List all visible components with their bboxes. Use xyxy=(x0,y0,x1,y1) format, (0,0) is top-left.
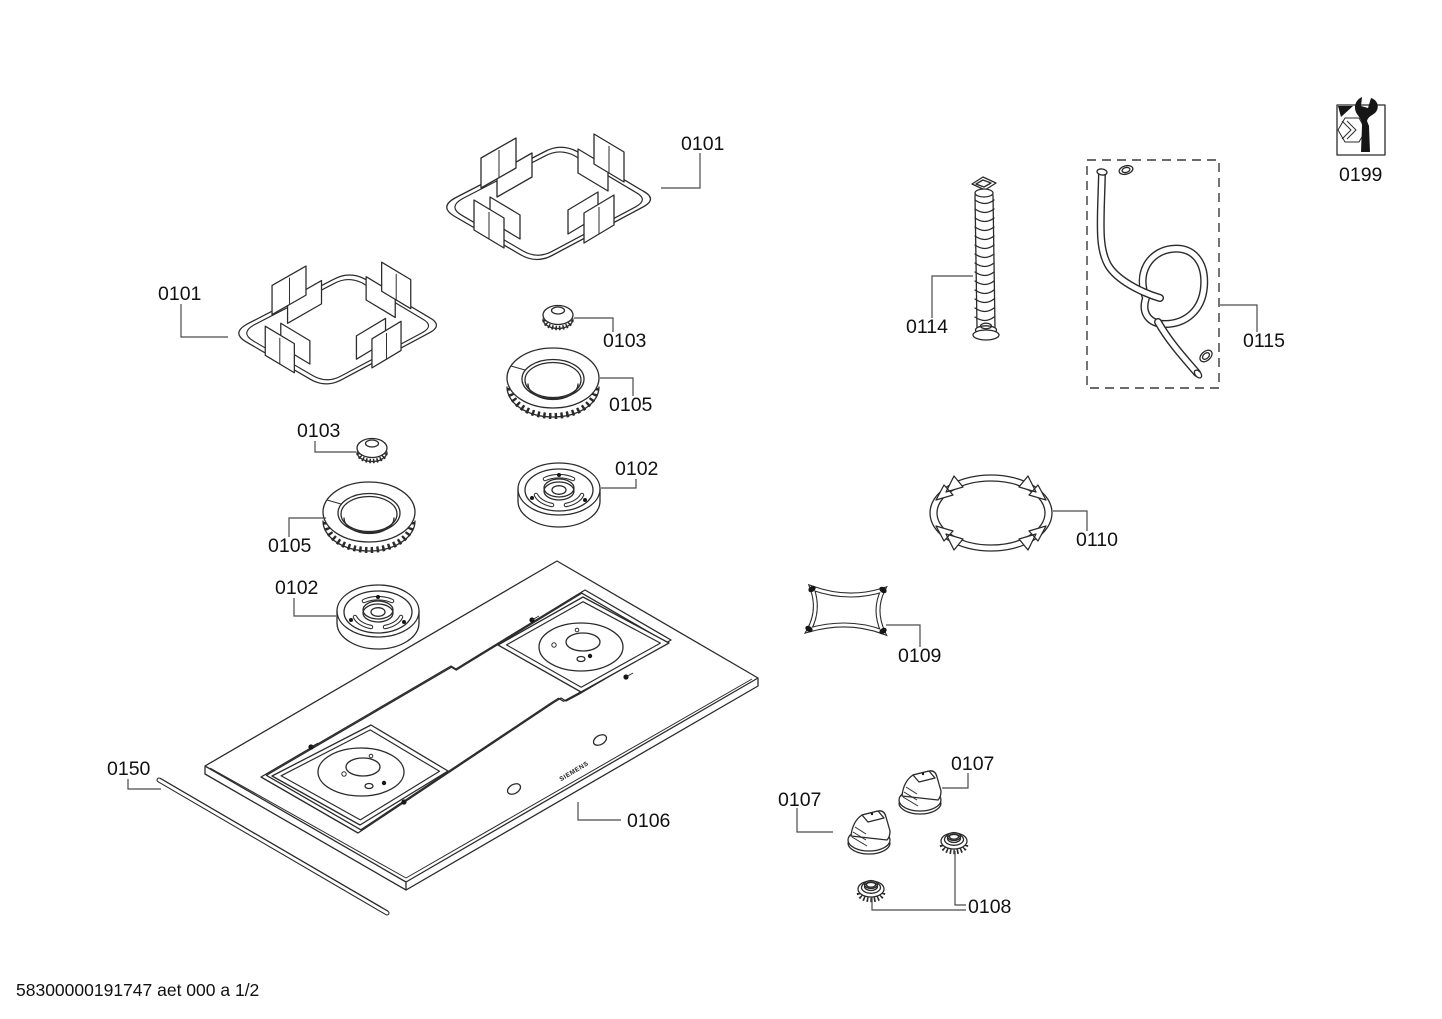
burner-cap-top xyxy=(543,306,573,329)
leader-0114 xyxy=(931,275,973,318)
burner-base-left xyxy=(337,585,419,649)
part-label-0110: 0110 xyxy=(1076,529,1118,551)
burner-ring-right xyxy=(507,348,599,417)
seal-ring-top xyxy=(941,833,967,853)
part-label-0103-top: 0103 xyxy=(603,330,646,352)
leader-0108-a xyxy=(954,851,966,906)
hob-front-edge-line xyxy=(209,678,753,879)
part-labels: 0101 0101 0103 0105 0103 0102 0105 0102 … xyxy=(107,133,1382,918)
trim-strip xyxy=(156,777,390,916)
service-tool-icon xyxy=(1336,97,1386,156)
part-label-0108: 0108 xyxy=(968,896,1011,918)
pan-support-top xyxy=(446,133,652,261)
control-knob-left xyxy=(847,810,891,855)
burner-mount-left xyxy=(317,747,405,797)
hose-top-nut xyxy=(1118,164,1134,176)
part-label-0114: 0114 xyxy=(906,316,948,338)
part-label-0150: 0150 xyxy=(107,758,151,780)
hob-thickness-edge xyxy=(204,678,759,891)
hob-inner-panel-line xyxy=(265,592,667,831)
corner-wedge xyxy=(1338,106,1353,117)
part-label-0109: 0109 xyxy=(898,645,941,667)
leader-0103-top xyxy=(574,317,614,332)
part-label-0105-right: 0105 xyxy=(609,394,653,416)
leader-0101-top xyxy=(661,153,701,189)
hose-bottom-nut xyxy=(1199,349,1213,363)
part-label-0102-left: 0102 xyxy=(275,577,318,599)
leader-0107-left xyxy=(796,808,833,833)
part-label-0107-left: 0107 xyxy=(778,789,821,811)
leader-0108-b xyxy=(871,897,966,911)
flex-inlet-pipe xyxy=(971,176,1000,341)
burner-tray-right xyxy=(497,596,670,693)
leader-0109 xyxy=(886,624,921,647)
burner-ring-left xyxy=(323,482,415,551)
leader-0150 xyxy=(127,779,161,790)
nut-icon xyxy=(1337,117,1367,143)
part-label-0101-top: 0101 xyxy=(681,133,724,155)
leader-0107-right xyxy=(942,773,969,789)
leader-0101-left xyxy=(180,304,228,338)
wrench-icon xyxy=(1354,97,1378,152)
knob-hole-left xyxy=(506,783,522,795)
part-label-0107-right: 0107 xyxy=(951,753,994,775)
part-label-0101-left: 0101 xyxy=(158,283,201,305)
part-label-0103-left: 0103 xyxy=(297,420,340,442)
chevron-icon xyxy=(1341,120,1357,140)
gas-hose xyxy=(1096,168,1209,379)
control-knob-right xyxy=(898,770,942,815)
leader-0115 xyxy=(1220,304,1258,332)
leader-lines xyxy=(127,153,1258,911)
part-label-0102-right: 0102 xyxy=(615,458,658,480)
gas-hose-box xyxy=(1086,159,1220,389)
leader-0105-right xyxy=(600,377,634,396)
leader-0110 xyxy=(1053,510,1088,531)
seal-ring-bottom xyxy=(858,881,884,901)
burner-base-right xyxy=(518,463,600,527)
part-label-0199: 0199 xyxy=(1339,164,1382,186)
part-label-0106: 0106 xyxy=(627,810,670,832)
burner-cap-left xyxy=(357,439,387,462)
gas-hose-kit xyxy=(1086,159,1220,389)
small-pan-support xyxy=(803,583,888,637)
burner-mount-right xyxy=(538,622,624,672)
part-label-0115: 0115 xyxy=(1243,330,1285,352)
pan-support-left xyxy=(238,261,438,385)
burner-tray-left xyxy=(271,724,449,826)
hob-top-assembly: SIEMENS xyxy=(204,560,759,891)
page-footer-code: 58300000191747 aet 000 a 1/2 xyxy=(16,980,259,1000)
part-label-0105-left: 0105 xyxy=(268,535,312,557)
knob-hole-right xyxy=(592,734,608,746)
leader-0103-left xyxy=(314,441,356,453)
leader-0105-left xyxy=(288,517,326,537)
leader-0102-left xyxy=(293,598,336,617)
leader-0102-right xyxy=(601,479,637,489)
hob-screws xyxy=(308,615,634,805)
leader-0106 xyxy=(577,802,621,821)
wok-ring xyxy=(929,474,1053,552)
